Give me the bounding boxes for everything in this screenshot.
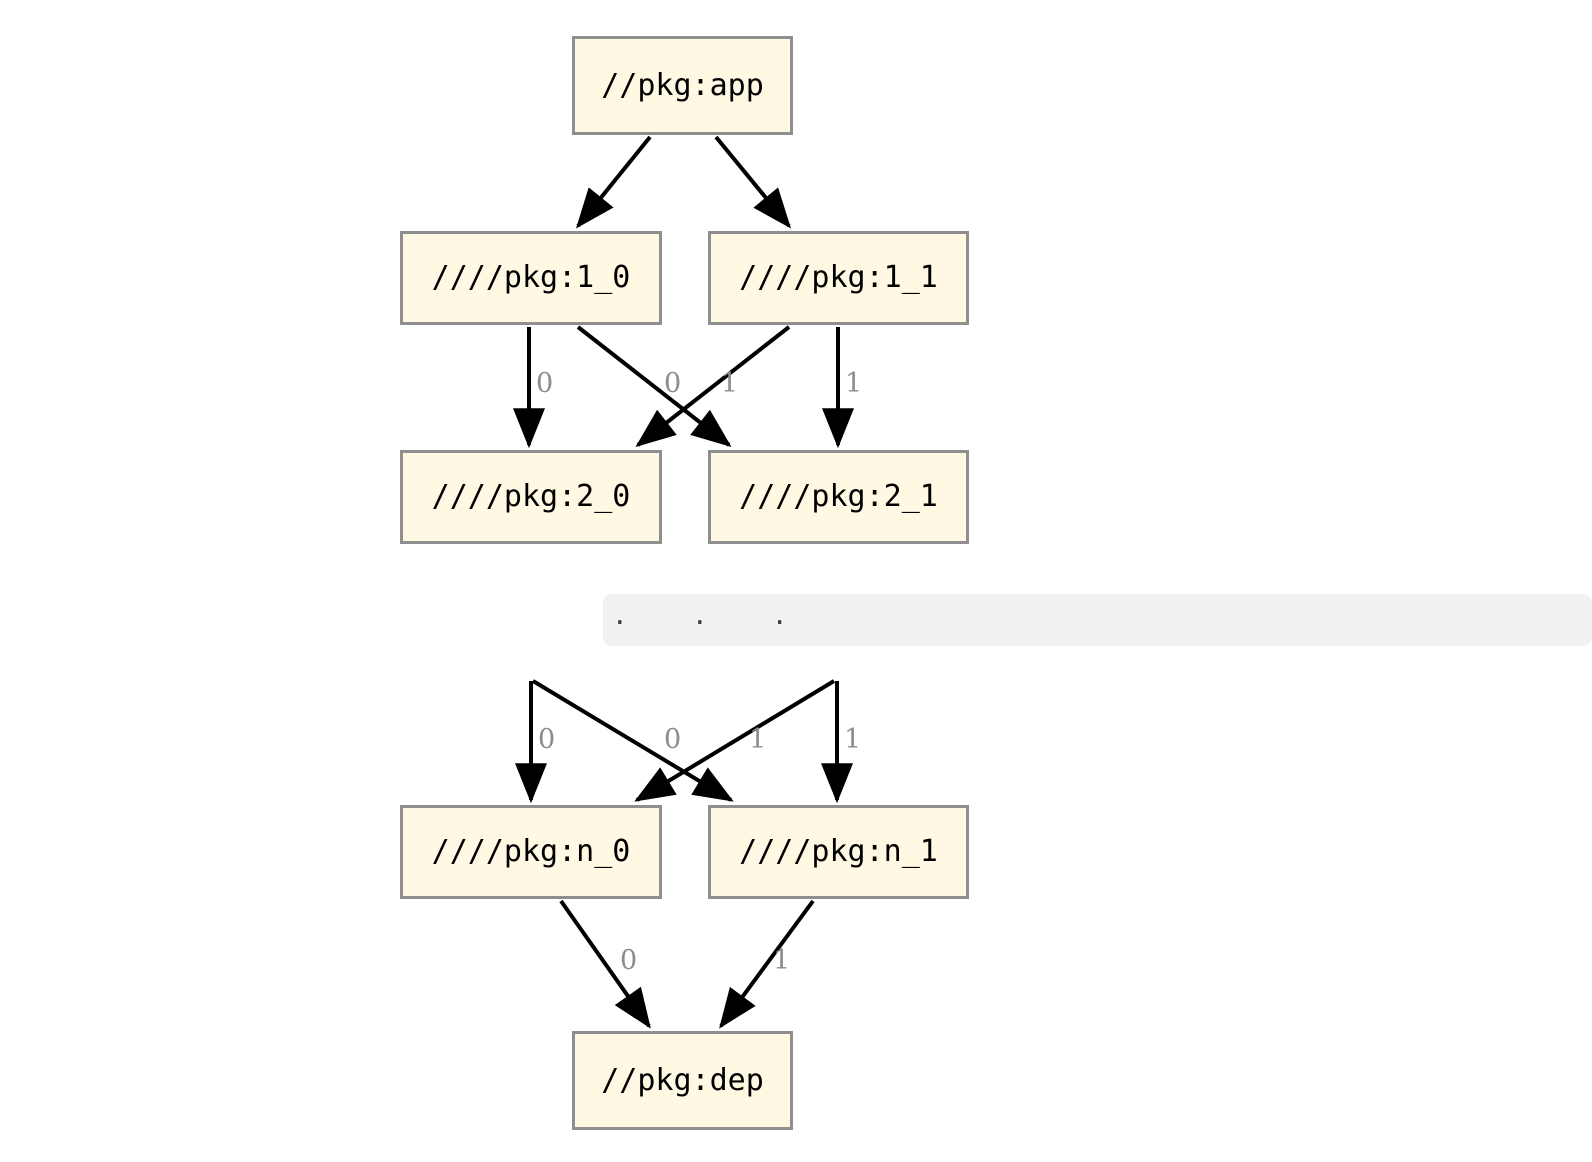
- edge-arrow: [576, 325, 732, 447]
- node-label: ////pkg:1_1: [739, 260, 938, 295]
- edge-label: 1: [845, 368, 863, 399]
- edge-label: 1: [773, 945, 791, 976]
- edge-arrow: [714, 135, 792, 229]
- node-dep[interactable]: //pkg:dep: [572, 1031, 793, 1130]
- node-label: ////pkg:n_1: [739, 834, 938, 869]
- edge-arrow: [559, 899, 651, 1029]
- edge-arrow: [531, 679, 734, 802]
- node-label: ////pkg:2_0: [431, 479, 631, 514]
- edge-arrow: [575, 135, 652, 229]
- node-label: ////pkg:1_0: [431, 260, 631, 295]
- edge-label: 0: [664, 724, 682, 755]
- edge-label: 0: [538, 724, 556, 755]
- node-l2_0[interactable]: ////pkg:2_0: [400, 450, 662, 544]
- node-l1_0[interactable]: ////pkg:1_0: [400, 231, 662, 325]
- elision-band: . . .: [603, 594, 1592, 646]
- ellipsis-text: . . .: [612, 601, 799, 631]
- node-label: ////pkg:n_0: [431, 834, 631, 869]
- edge-label: 0: [620, 945, 638, 976]
- edge-label: 1: [721, 368, 739, 399]
- edge-arrow: [634, 679, 836, 802]
- node-label: ////pkg:2_1: [739, 479, 938, 514]
- node-app[interactable]: //pkg:app: [572, 36, 793, 135]
- node-ln_0[interactable]: ////pkg:n_0: [400, 805, 662, 899]
- edge-arrow: [635, 325, 791, 447]
- edge-label: 1: [749, 724, 767, 755]
- node-ln_1[interactable]: ////pkg:n_1: [708, 805, 969, 899]
- edge-lines: [513, 135, 854, 1029]
- edge-label: 0: [536, 368, 554, 399]
- edge-label: 1: [844, 724, 862, 755]
- node-l2_1[interactable]: ////pkg:2_1: [708, 450, 969, 544]
- edge-arrow: [719, 899, 815, 1029]
- node-label: //pkg:app: [601, 67, 764, 103]
- node-label: //pkg:dep: [601, 1062, 764, 1098]
- edge-label: 0: [664, 368, 682, 399]
- node-l1_1[interactable]: ////pkg:1_1: [708, 231, 969, 325]
